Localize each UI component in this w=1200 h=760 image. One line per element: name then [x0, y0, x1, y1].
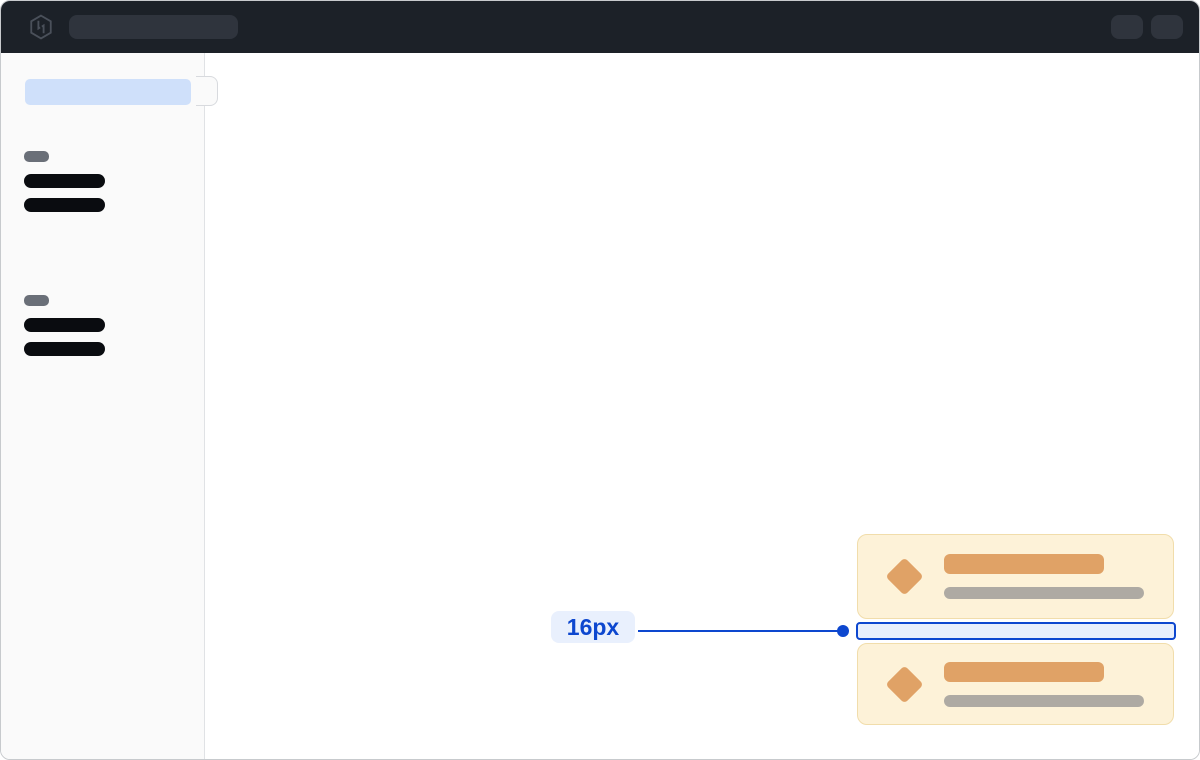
nav-item-skeleton[interactable] — [24, 174, 105, 188]
diamond-icon — [884, 664, 924, 704]
main-content — [206, 53, 1199, 759]
card-subtitle-skeleton — [944, 587, 1144, 599]
card-text-skeletons — [944, 661, 1144, 707]
card-title-skeleton — [944, 554, 1104, 574]
diamond-icon — [884, 557, 924, 596]
measurement-dot — [837, 625, 849, 637]
sidebar-nav-group-2 — [24, 295, 105, 366]
card-subtitle-skeleton — [944, 694, 1144, 707]
sidebar-collapse-handle[interactable] — [196, 76, 218, 106]
spacing-value-badge: 16px — [551, 611, 635, 643]
card-text-skeletons — [944, 554, 1144, 599]
sidebar-nav-group-1 — [24, 151, 105, 222]
measurement-line — [638, 630, 843, 632]
topbar-action-skeleton-2[interactable] — [1151, 15, 1183, 39]
alert-card-1 — [857, 534, 1174, 619]
nav-item-skeleton[interactable] — [24, 198, 105, 212]
nav-group-label-skeleton — [24, 295, 49, 306]
card-title-skeleton — [944, 661, 1104, 682]
nav-item-skeleton[interactable] — [24, 342, 105, 356]
spacing-highlight-rect — [856, 622, 1176, 640]
nav-item-skeleton[interactable] — [24, 318, 105, 332]
sidebar — [1, 53, 205, 759]
nav-group-label-skeleton — [24, 151, 49, 162]
spacing-value-label: 16px — [566, 613, 620, 640]
topbar-action-skeleton-1[interactable] — [1111, 15, 1143, 39]
sidebar-active-item-skeleton[interactable] — [25, 79, 191, 105]
hashicorp-logo-icon[interactable] — [28, 14, 54, 40]
topbar — [1, 1, 1199, 53]
alert-card-2 — [857, 643, 1174, 725]
search-input-skeleton[interactable] — [69, 15, 238, 39]
